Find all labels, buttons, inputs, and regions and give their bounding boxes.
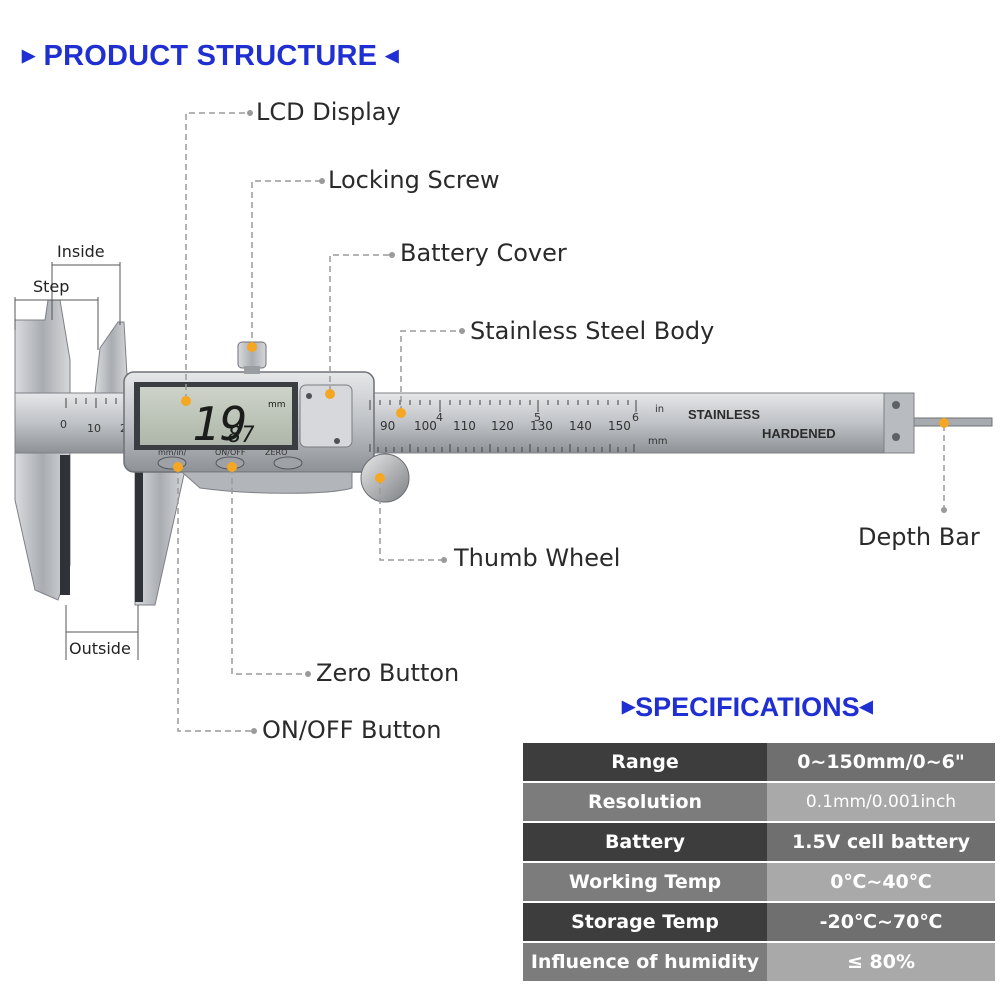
- mm-label-130: 130: [530, 419, 553, 433]
- spec-row-range: Range 0~150mm/0~6": [523, 743, 995, 781]
- callout-leaders: [177, 112, 945, 732]
- callout-markers: [173, 342, 949, 483]
- specifications-heading: ▶SPECIFICATIONS◀: [622, 692, 873, 723]
- spec-value: 0~150mm/0~6": [767, 743, 995, 781]
- inch-scale-ticks: [369, 400, 637, 412]
- stainless-steel-body-label: Stainless Steel Body: [470, 317, 715, 345]
- fixed-upper-jaw: [14, 299, 71, 394]
- spec-value: 1.5V cell battery: [767, 823, 995, 861]
- mm-label-110: 110: [453, 419, 476, 433]
- product-structure-title: PRODUCT STRUCTURE: [43, 40, 378, 72]
- beam-end-cap: [883, 392, 915, 454]
- battery-cover-screw-top: [306, 393, 312, 399]
- spec-row-working-temp: Working Temp 0℃~40℃: [523, 863, 995, 901]
- zero-button-label: ZERO: [265, 448, 287, 457]
- right-triangle-icon: ▶: [22, 46, 36, 65]
- depth-bar-marker-dot: [939, 418, 949, 428]
- depth-bar: [911, 417, 993, 427]
- dimension-lines: [14, 262, 139, 660]
- outside-label: Outside: [69, 639, 131, 658]
- spec-row-resolution: Resolution 0.1mm/0.001inch: [523, 783, 995, 821]
- mm-label-140: 140: [569, 419, 592, 433]
- mm-label-100: 100: [414, 419, 437, 433]
- spec-value: -20℃~70℃: [767, 903, 995, 941]
- lcd-reading-decimal: 87: [228, 423, 255, 448]
- end-screw-bottom: [892, 433, 900, 441]
- inside-label: Inside: [57, 242, 105, 261]
- lcd-screen: [140, 387, 292, 445]
- thumb-wheel-label: Thumb Wheel: [454, 544, 621, 572]
- specifications-title: SPECIFICATIONS: [635, 692, 860, 722]
- on-off-marker-dot: [173, 462, 183, 472]
- step-label: Step: [33, 277, 70, 296]
- spec-key: Range: [523, 743, 767, 781]
- product-structure-heading: ▶ PRODUCT STRUCTURE ◀: [22, 40, 399, 73]
- lcd-reading-main: 19: [192, 397, 247, 451]
- sliding-upper-jaw: [94, 321, 129, 394]
- fixed-jaw-face: [60, 455, 70, 595]
- right-triangle-icon: ▶: [622, 697, 636, 716]
- battery-cover-marker-dot: [325, 389, 335, 399]
- lcd-display-label: LCD Display: [256, 98, 401, 126]
- body-marker-dot: [396, 408, 406, 418]
- stainless-engraving: STAINLESS: [688, 407, 760, 422]
- mm-label-150: 150: [608, 419, 631, 433]
- spec-key: Working Temp: [523, 863, 767, 901]
- specifications-table: Range 0~150mm/0~6" Resolution 0.1mm/0.00…: [523, 741, 995, 983]
- mm-in-button-label: mm/in/: [158, 448, 187, 457]
- mm-label-90: 90: [380, 419, 395, 433]
- spec-value: 0℃~40℃: [767, 863, 995, 901]
- battery-cover: [299, 384, 353, 448]
- jaw-scale-label-0: 0: [60, 418, 67, 431]
- spec-value: 0.1mm/0.001inch: [767, 783, 995, 821]
- jaw-scale-label-10: 10: [87, 422, 101, 435]
- spec-row-humidity: Influence of humidity ≤ 80%: [523, 943, 995, 981]
- fixed-lower-jaw: [14, 452, 71, 601]
- mm-scale-ticks: [369, 444, 635, 452]
- locking-screw-marker-dot: [247, 342, 257, 352]
- end-screw-top: [892, 401, 900, 409]
- scale-unit-in: in: [655, 404, 664, 415]
- thumb-wheel-marker-dot: [375, 473, 385, 483]
- on-off-button-label-callout: ON/OFF Button: [262, 716, 442, 744]
- left-triangle-icon: ◀: [859, 697, 873, 716]
- battery-cover-label: Battery Cover: [400, 239, 567, 267]
- spec-row-battery: Battery 1.5V cell battery: [523, 823, 995, 861]
- inch-label-4: 4: [436, 411, 443, 424]
- jaw-scale: [65, 398, 117, 408]
- sliding-jaw-face: [135, 472, 143, 602]
- callout-end-dots: [247, 110, 947, 734]
- zero-button[interactable]: [273, 456, 303, 470]
- slider-lower-body: [180, 471, 353, 494]
- zero-marker-dot: [227, 462, 237, 472]
- spec-key: Battery: [523, 823, 767, 861]
- on-off-button-label: ON/OFF: [215, 448, 246, 457]
- locking-screw-base: [244, 366, 260, 374]
- spec-row-storage-temp: Storage Temp -20℃~70℃: [523, 903, 995, 941]
- inch-label-5: 5: [534, 411, 541, 424]
- inch-label-6: 6: [632, 411, 639, 424]
- scale-unit-mm: mm: [648, 436, 667, 447]
- hardened-engraving: HARDENED: [762, 426, 836, 441]
- lcd-marker-dot: [181, 396, 191, 406]
- depth-bar-label: Depth Bar: [858, 523, 980, 551]
- battery-cover-screw-bottom: [334, 438, 340, 444]
- lcd-unit: mm: [268, 400, 286, 410]
- left-triangle-icon: ◀: [385, 46, 399, 65]
- locking-screw-label: Locking Screw: [328, 166, 500, 194]
- spec-key: Storage Temp: [523, 903, 767, 941]
- spec-key: Resolution: [523, 783, 767, 821]
- spec-key: Influence of humidity: [523, 943, 767, 981]
- zero-button-label-callout: Zero Button: [316, 659, 460, 687]
- spec-value: ≤ 80%: [767, 943, 995, 981]
- mm-label-120: 120: [491, 419, 514, 433]
